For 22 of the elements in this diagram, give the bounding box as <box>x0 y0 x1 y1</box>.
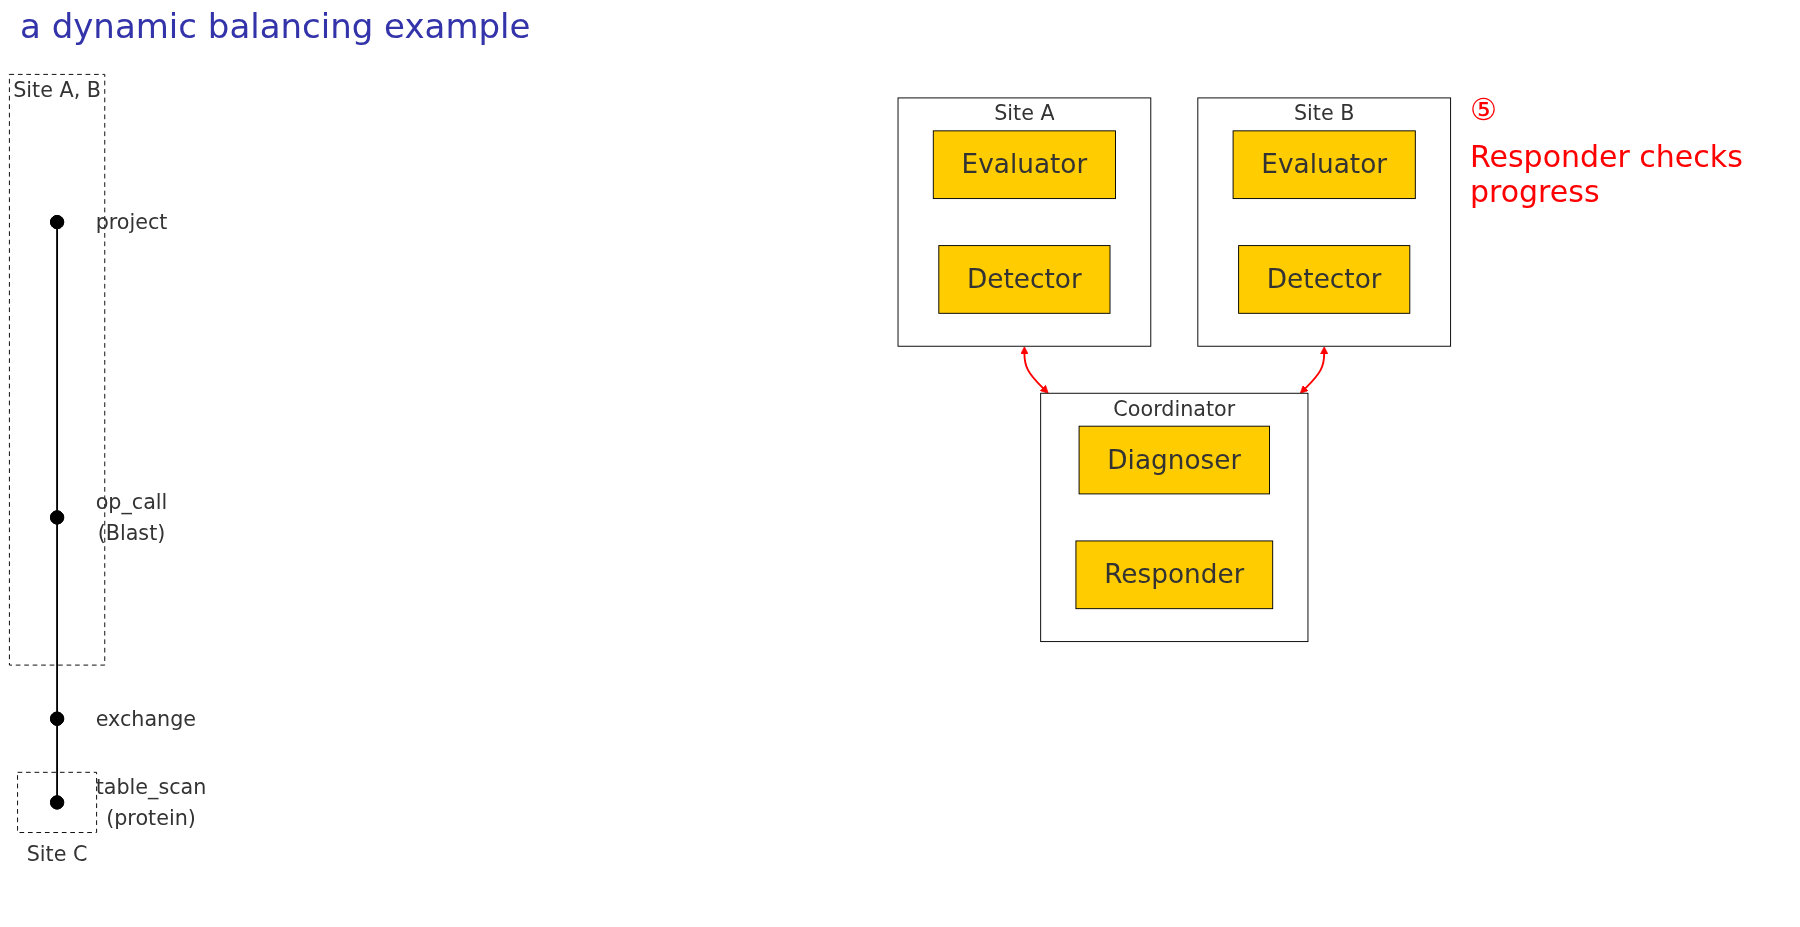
node-label: (protein) <box>106 806 196 830</box>
node-box: Detector <box>938 245 1111 314</box>
node-label: table_scan <box>95 775 207 799</box>
connector <box>56 724 59 797</box>
title: a dynamic balancing example <box>19 5 532 48</box>
node-label: exchange <box>95 707 197 731</box>
note-text: Responder checks progress <box>1470 139 1744 209</box>
arrow <box>1020 346 1049 394</box>
node-box: Diagnoser <box>1078 425 1270 495</box>
node-box: Evaluator <box>932 130 1116 200</box>
arrow <box>1299 346 1329 394</box>
node-label: (Blast) <box>97 521 166 545</box>
note-text: ⑤ <box>1470 92 1498 127</box>
node-label: Site C <box>26 842 88 866</box>
node-box: Responder <box>1075 540 1274 610</box>
connector <box>56 523 59 714</box>
node-box: Detector <box>1238 245 1411 314</box>
connector <box>56 227 59 512</box>
node-label: project <box>95 210 168 235</box>
node-box: Evaluator <box>1232 130 1416 200</box>
cluster <box>17 772 98 834</box>
node-label: op_call <box>95 490 168 514</box>
